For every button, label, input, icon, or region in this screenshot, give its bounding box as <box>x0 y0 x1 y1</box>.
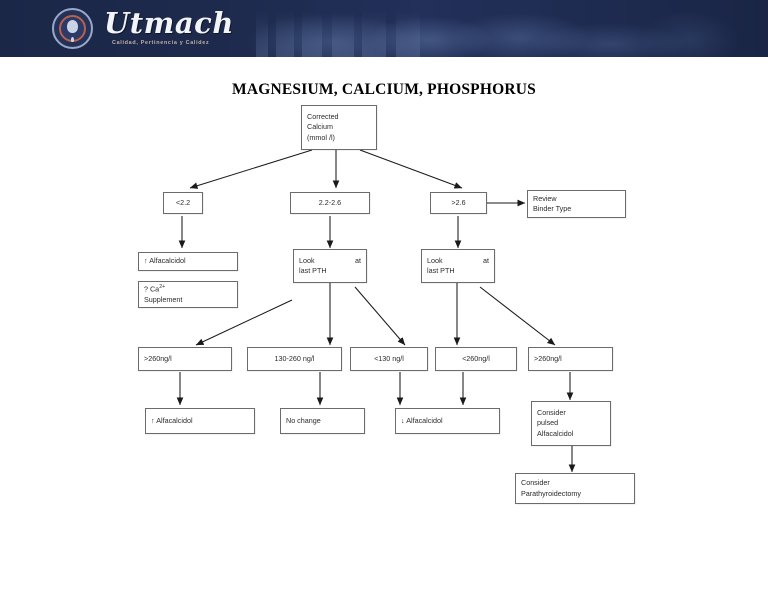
node-consider-pulsed-alfacalcidol[interactable]: Consider pulsed Alfacalcidol <box>531 401 611 446</box>
node-pth-130-260[interactable]: 130-260 ng/l <box>247 347 342 371</box>
node-label: No change <box>286 415 321 425</box>
node-label-line2: last PTH <box>427 266 455 275</box>
node-pth-under-130[interactable]: <130 ng/l <box>350 347 428 371</box>
banner-campus-imagery <box>250 10 440 57</box>
node-calcium-low[interactable]: <2.2 <box>163 192 203 214</box>
site-header-banner: Utmach Calidad, Pertinencia y Calidez <box>0 0 768 57</box>
node-decrease-alfacalcidol[interactable]: ↓ Alfacalcidol <box>395 408 500 434</box>
university-seal-icon <box>52 8 93 49</box>
pth-word-look: Look <box>299 255 315 265</box>
node-label: >2.6 <box>451 197 466 207</box>
node-corrected-calcium[interactable]: Corrected Calcium (mmol /l) <box>301 105 377 150</box>
node-calcium-mid[interactable]: 2.2-2.6 <box>290 192 370 214</box>
node-label-line1: Look at <box>427 256 489 266</box>
node-label-line1: Look at <box>299 256 361 266</box>
node-label: >260ng/l <box>144 353 172 363</box>
node-pth-over-260-left[interactable]: >260ng/l <box>138 347 232 371</box>
node-label: 130-260 ng/l <box>274 353 315 363</box>
node-calcium-high[interactable]: >2.6 <box>430 192 487 214</box>
pth-word-look: Look <box>427 255 443 265</box>
ca-charge: 2+ <box>159 284 166 291</box>
node-consider-parathyroidectomy[interactable]: Consider Parathyroidectomy <box>515 473 635 504</box>
node-label-line1: ? Ca2+ <box>144 284 232 295</box>
node-calcium-supplement[interactable]: ? Ca2+ Supplement <box>138 281 238 308</box>
node-label: ↓ Alfacalcidol <box>401 415 443 425</box>
node-label: 2.2-2.6 <box>318 197 342 207</box>
node-label: <260ng/l <box>462 353 490 363</box>
institution-tagline: Calidad, Pertinencia y Calidez <box>112 40 210 46</box>
node-label: ↑ Alfacalcidol <box>151 415 193 425</box>
pth-word-at: at <box>483 255 489 265</box>
node-look-at-last-pth-high[interactable]: Look at last PTH <box>421 249 495 283</box>
node-label: >260ng/l <box>534 353 562 363</box>
node-label: Consider pulsed Alfacalcidol <box>537 408 574 438</box>
node-label: <130 ng/l <box>374 353 404 363</box>
node-look-at-last-pth-mid[interactable]: Look at last PTH <box>293 249 367 283</box>
node-label-line2: Supplement <box>144 294 183 304</box>
ca-prefix: ? Ca <box>144 284 160 294</box>
node-review-binder-type[interactable]: Review Binder Type <box>527 190 626 218</box>
node-no-change[interactable]: No change <box>280 408 365 434</box>
institution-wordmark: Utmach <box>104 6 234 40</box>
node-label: Review Binder Type <box>533 193 572 213</box>
node-increase-alfacalcidol-low[interactable]: ↑ Alfacalcidol <box>138 252 238 271</box>
node-pth-under-260[interactable]: <260ng/l <box>435 347 517 371</box>
pth-word-at: at <box>355 255 361 265</box>
node-label: <2.2 <box>175 197 191 207</box>
node-pth-over-260-right[interactable]: >260ng/l <box>528 347 613 371</box>
node-increase-alfacalcidol[interactable]: ↑ Alfacalcidol <box>145 408 255 434</box>
node-label: Consider Parathyroidectomy <box>521 478 581 498</box>
node-label: Corrected Calcium (mmol /l) <box>307 112 339 142</box>
node-label-line2: last PTH <box>299 266 327 275</box>
node-label: ↑ Alfacalcidol <box>144 256 186 266</box>
page-title: MAGNESIUM, CALCIUM, PHOSPHORUS <box>232 81 536 98</box>
banner-background <box>0 0 768 57</box>
